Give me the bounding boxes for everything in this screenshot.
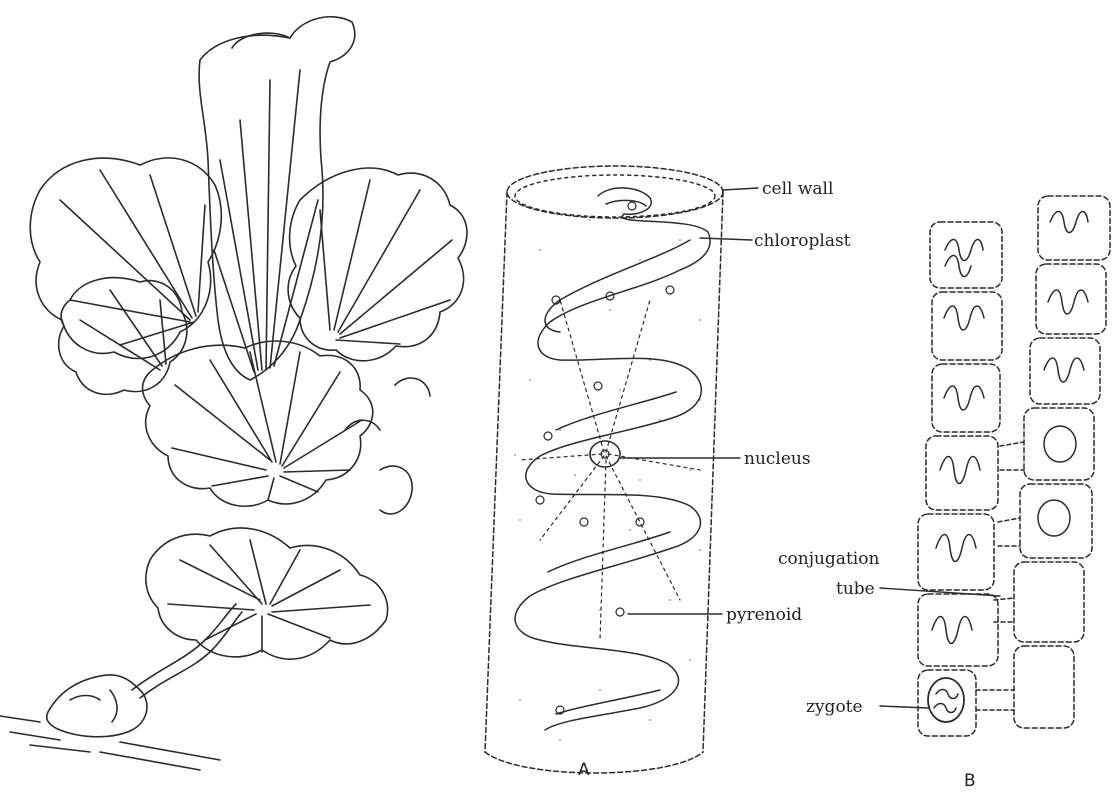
- left-filament: [918, 222, 1002, 736]
- spirogyra-cell-drawing: [485, 166, 723, 773]
- blade-lower: [146, 528, 388, 659]
- stipe: [132, 604, 236, 690]
- blade-upper-center: [199, 17, 355, 380]
- label-chloroplast: chloroplast: [754, 231, 851, 251]
- conjugation-tubes: [976, 442, 1024, 710]
- conjugating-filaments-drawing: [918, 196, 1110, 736]
- cytoplasm-stipple: [514, 219, 701, 741]
- holdfast: [0, 675, 220, 770]
- cell-wall-right: [703, 192, 723, 752]
- panel-b-label: B: [964, 771, 976, 791]
- cell-wall-left: [485, 192, 507, 752]
- label-conjugation-tube-line1: conjugation: [778, 549, 879, 569]
- panel-a-leader-lines: [620, 188, 758, 614]
- cytoplasmic-strands: [520, 300, 700, 640]
- label-cell-wall: cell wall: [762, 179, 833, 199]
- cell-wall-bottom: [485, 752, 703, 773]
- panel-a-label: A: [578, 760, 590, 780]
- zygote: [928, 678, 964, 722]
- label-nucleus: nucleus: [744, 449, 811, 469]
- label-pyrenoid: pyrenoid: [726, 605, 802, 625]
- label-conjugation-tube-line2: tube: [836, 579, 875, 599]
- spiral-chloroplast: [515, 188, 710, 730]
- seaweed-thallus-drawing: [0, 17, 467, 770]
- right-filament: [1014, 196, 1110, 728]
- blade-left-middle: [59, 278, 187, 395]
- label-zygote: zygote: [806, 697, 863, 717]
- blade-upper-left: [30, 158, 221, 358]
